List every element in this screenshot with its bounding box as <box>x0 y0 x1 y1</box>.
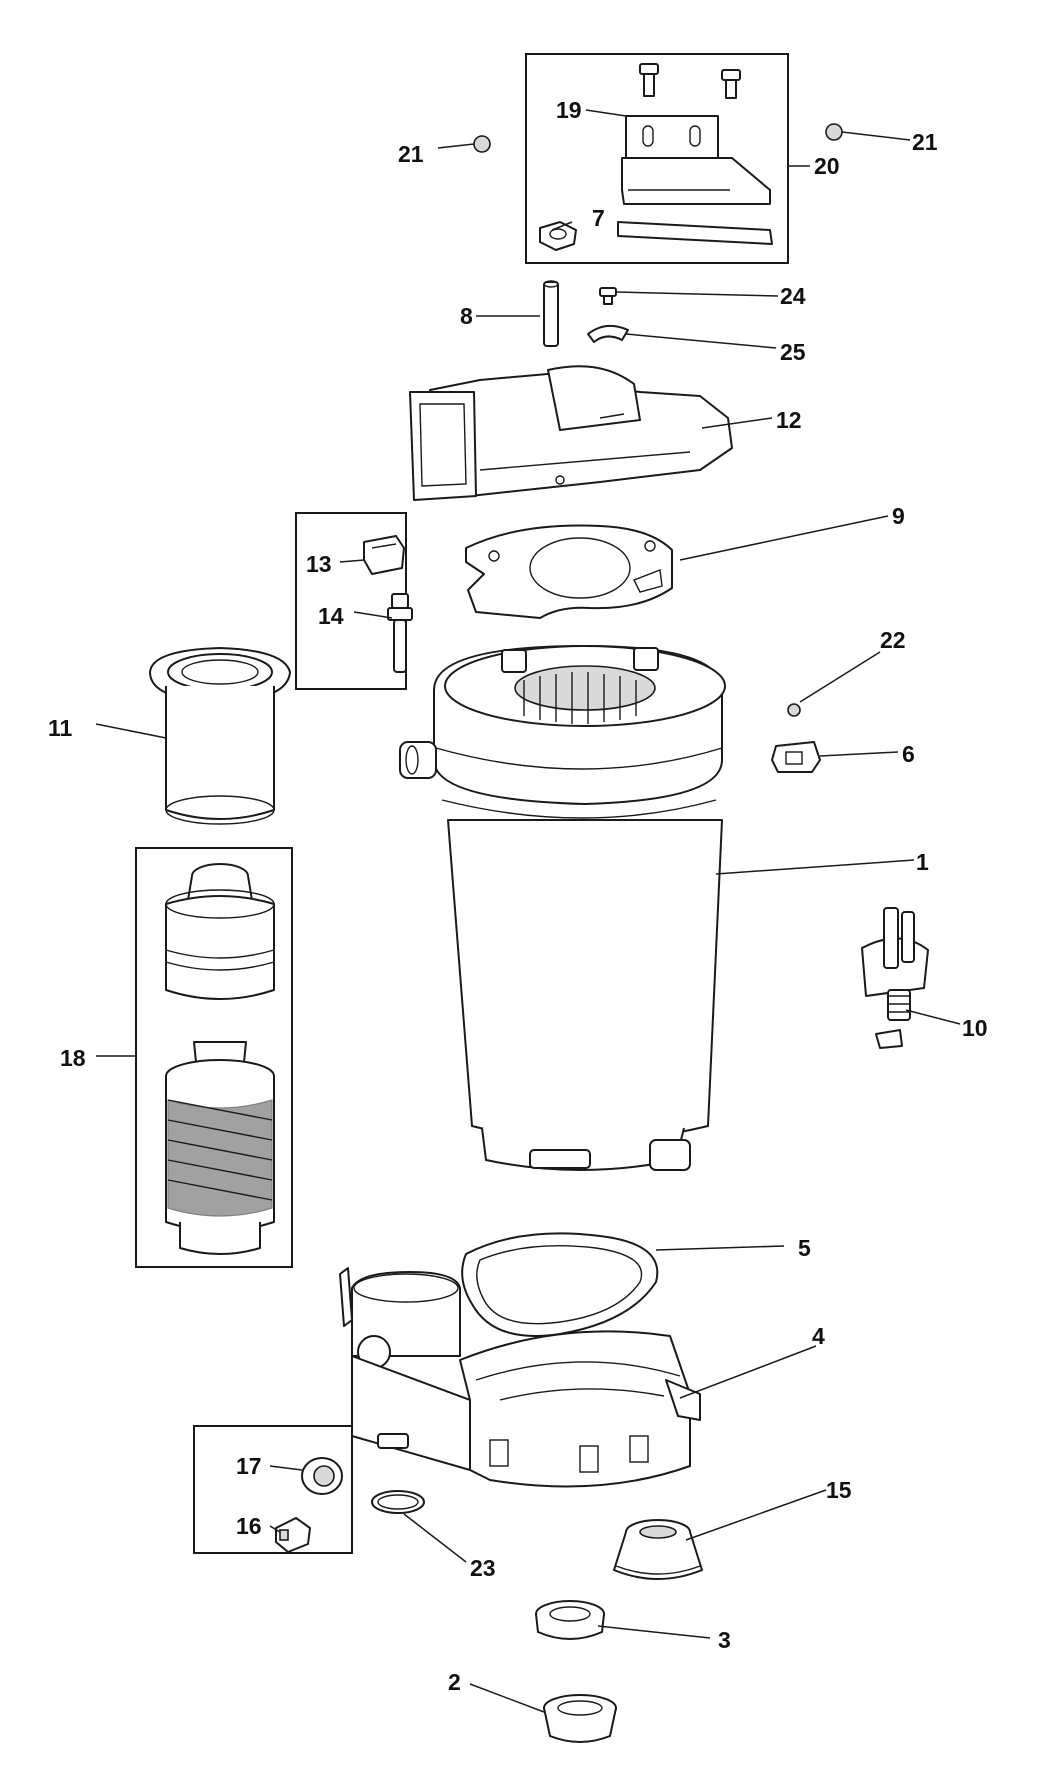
callout-3: 3 <box>718 1627 731 1653</box>
group-box-plug-kit <box>193 1425 353 1554</box>
part-3-ring-nut <box>535 1600 605 1640</box>
part-16-plug <box>275 1517 311 1553</box>
callout-7: 7 <box>592 205 605 231</box>
part-5-gasket-ring <box>461 1232 659 1337</box>
part-23-o-ring <box>371 1490 425 1514</box>
callout-18: 18 <box>60 1045 86 1071</box>
part-25-clip <box>587 324 629 343</box>
callout-22: 22 <box>880 627 906 653</box>
part-21-screw-right <box>825 123 843 141</box>
callout-13: 13 <box>306 551 332 577</box>
part-4-base <box>339 1267 701 1488</box>
callout-8: 8 <box>460 303 473 329</box>
callout-21-left: 21 <box>398 141 424 167</box>
callout-24: 24 <box>780 283 806 309</box>
part-6-clip <box>771 741 821 773</box>
callout-19: 19 <box>556 97 582 123</box>
callout-23: 23 <box>470 1555 496 1581</box>
part-12-top-housing <box>409 365 733 501</box>
part-2-foot <box>543 1694 617 1743</box>
callout-14: 14 <box>318 603 344 629</box>
part-7-nut <box>539 221 577 251</box>
part-17-plug <box>301 1457 343 1495</box>
callout-25: 25 <box>780 339 806 365</box>
part-21-screw-left <box>473 135 491 153</box>
part-11-pre-filter <box>149 647 291 825</box>
part-22-screw <box>787 703 801 717</box>
callout-9: 9 <box>892 503 905 529</box>
callout-12: 12 <box>776 407 802 433</box>
part-8-pin <box>543 280 559 347</box>
callout-4: 4 <box>812 1323 825 1349</box>
callout-15: 15 <box>826 1477 852 1503</box>
group-box-filter-kit <box>135 847 293 1268</box>
callout-20: 20 <box>814 153 840 179</box>
part-1-canister <box>399 645 726 1171</box>
callout-6: 6 <box>902 741 915 767</box>
group-box-bracket-kit <box>525 53 789 264</box>
callout-17: 17 <box>236 1453 262 1479</box>
part-10-sensor-assembly <box>861 907 929 1049</box>
part-15-cap <box>613 1519 703 1580</box>
part-14-switch-plunger <box>387 593 413 673</box>
callout-2: 2 <box>448 1669 461 1695</box>
callout-21-right: 21 <box>912 129 938 155</box>
part-18-filter-cartridge-bottom <box>165 1041 275 1255</box>
callout-16: 16 <box>236 1513 262 1539</box>
part-19-bracket <box>617 63 773 245</box>
callout-5: 5 <box>798 1235 811 1261</box>
part-13-switch-cap <box>363 535 405 575</box>
part-9-gasket-plate <box>465 524 673 619</box>
callout-1: 1 <box>916 849 929 875</box>
part-18-filter-cartridge-top <box>165 863 275 1000</box>
part-24-screw <box>599 287 617 305</box>
leader-lines <box>95 109 961 1713</box>
callout-10: 10 <box>962 1015 988 1041</box>
callout-11: 11 <box>48 715 73 741</box>
